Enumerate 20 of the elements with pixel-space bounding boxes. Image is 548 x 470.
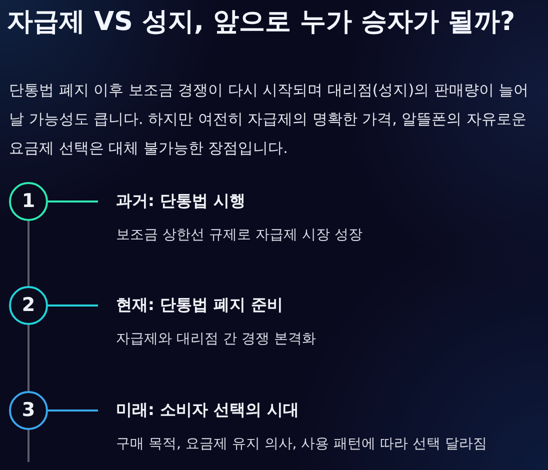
timeline-line xyxy=(28,325,30,391)
intro-paragraph: 단통법 폐지 이후 보조금 경쟁이 다시 시작되며 대리점(성지)의 판매량이 늘어날 가능성도 큽니다. 하지만 여전히 자급제의 명확한 가격, 알뜰폰의 자유로운 요금제 선택은 대체 불가능한 장점입니다. xyxy=(9,80,530,159)
connector-line xyxy=(48,304,98,306)
step-circle xyxy=(9,391,48,430)
step-heading: 과거: 단통법 시행 xyxy=(116,190,247,212)
title: 자급제 VS 성지, 앞으로 누가 승자가 될까? xyxy=(7,6,516,39)
step-circle xyxy=(9,286,48,325)
step-number: 2 xyxy=(22,296,36,315)
step-heading: 미래: 소비자 선택의 시대 xyxy=(116,399,300,421)
connector-line xyxy=(48,200,98,202)
step-description: 구매 목적, 요금제 유지 의사, 사용 패턴에 따라 선택 달라짐 xyxy=(116,435,488,454)
timeline-line xyxy=(28,430,30,462)
step-number: 3 xyxy=(22,401,36,420)
step-circle xyxy=(9,182,48,221)
timeline-line xyxy=(28,221,30,286)
step-description: 자급제와 대리점 간 경쟁 본격화 xyxy=(116,330,317,349)
connector-line xyxy=(48,410,98,412)
step-heading: 현재: 단통법 폐지 준비 xyxy=(116,294,284,316)
step-description: 보조금 상한선 규제로 자급제 시장 성장 xyxy=(116,226,364,245)
step-number: 1 xyxy=(22,192,36,211)
